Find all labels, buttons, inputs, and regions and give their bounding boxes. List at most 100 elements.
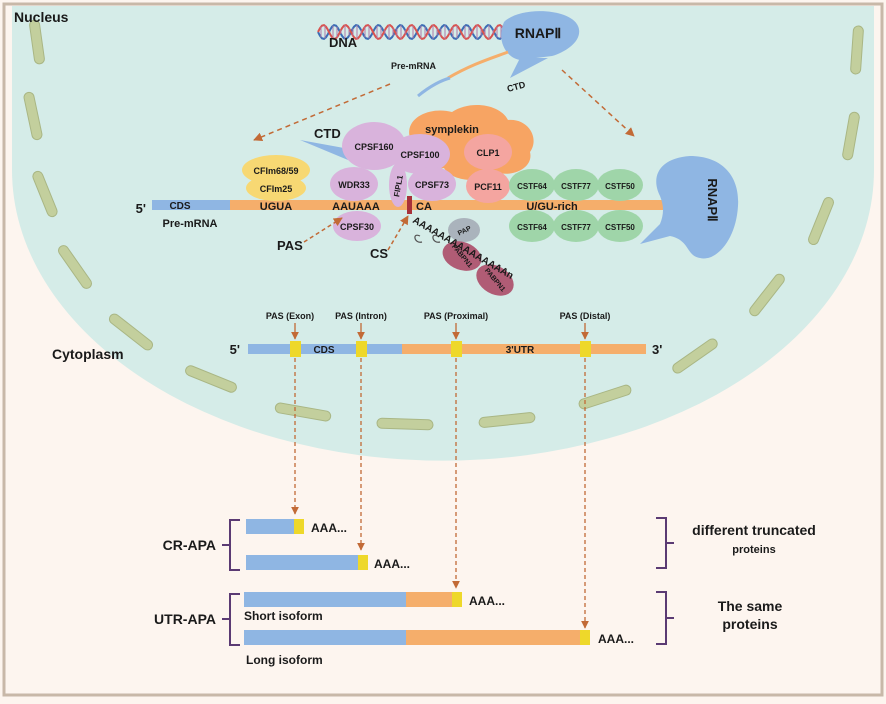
cstf64-bottom-label: CSTF64 [517,223,547,232]
mrna-utr-label: 3'UTR [506,345,535,356]
cstf50-bottom-label: CSTF50 [605,223,635,232]
same-proteins-line2: proteins [722,616,777,632]
cpsf73 [408,167,456,201]
released-rna-loops [414,234,441,243]
cfim25-label: CFIm25 [260,184,293,194]
pabpn1-lower [476,264,514,296]
cstf50-top [597,169,643,201]
clp1-label: CLP1 [476,148,499,158]
aauaaa-label: AAUAAA [332,201,380,213]
pas-label-proximal: PAS (Proximal) [424,311,488,321]
nascent-rna-orange [447,50,509,80]
cstf77-bottom-label: CSTF77 [561,223,591,232]
pas-label-intron: PAS (Intron) [335,311,387,321]
cpsf160 [342,122,406,170]
dna-helix [317,24,513,40]
pre-mrna-cds [152,200,230,210]
pas-box-intron [356,341,367,357]
mrna-cds-label: CDS [313,345,334,356]
nuclear-envelope [23,19,864,431]
tail-cr-intron: AAA... [374,557,410,571]
pas-pointer-label: PAS [277,238,303,253]
wdr33-label: WDR33 [338,180,370,190]
pas-box-proximal [451,341,462,357]
ctd-wedge [300,140,348,160]
nucleus-label: Nucleus [14,9,69,25]
cpsf160-label: CPSF160 [354,142,393,152]
cfim25 [246,175,306,201]
tail-cr-exon: AAA... [311,521,347,535]
cstf64-top [509,169,555,201]
cr-apa-label: CR-APA [163,537,216,553]
cstf50-bottom [597,210,643,242]
dna-label: DNA [329,35,358,50]
ugua-label: UGUA [260,201,292,213]
tail-long: AAA... [598,632,634,646]
fip1l1-label: FIPL1 [392,174,405,198]
cpsf30 [333,211,381,241]
rnap-top-ctd [510,58,548,78]
pcf11 [466,169,510,203]
pre-mrna-top-label: Pre-mRNA [391,61,437,71]
pas-label-distal: PAS (Distal) [560,311,611,321]
rnap-top-label: RNAPⅡ [515,25,562,41]
pabpn1-upper [442,241,482,271]
mrna-five-prime: 5' [230,342,240,357]
tail-short: AAA... [469,594,505,608]
cpsf30-label: CPSF30 [340,222,374,232]
mrna-utr [402,344,646,354]
wdr33 [330,167,378,201]
ctd-top-label: CTD [506,79,527,94]
short-isoform-label: Short isoform [244,609,323,623]
cstf77-bottom [553,210,599,242]
pcf11-label: PCF11 [474,182,502,192]
arrow-to-complex-left [253,83,391,142]
ca-label: CA [416,201,432,213]
rnap-right [640,156,739,259]
cstf77-top [553,169,599,201]
pas-box-exon [290,341,301,357]
cytoplasm-label: Cytoplasm [52,346,124,362]
pre-mrna-utr [230,200,664,210]
arrow-to-complex-right [561,69,635,137]
clp1 [464,134,512,170]
mrna-cds [248,344,402,354]
cfim68-label: CFIm68/59 [253,166,298,176]
same-proteins-line1: The same [718,598,783,614]
cstf50-top-label: CSTF50 [605,182,635,191]
cpsf73-label: CPSF73 [415,180,449,190]
pap [448,218,480,242]
pre-mrna-five-prime: 5' [136,201,146,216]
nascent-rna-blue [417,76,451,98]
nucleus [12,6,874,461]
pas-pointer-arrow [303,217,343,243]
isoform-long [244,630,590,645]
isoform-short [244,592,462,607]
cstf77-top-label: CSTF77 [561,182,591,191]
diff-truncated-line2: proteins [732,544,775,556]
fip1l1 [389,163,407,207]
pas-label-exon: PAS (Exon) [266,311,314,321]
complex-ctd-label: CTD [314,126,341,141]
pre-mrna-cds-label: CDS [169,201,190,212]
cpsf100 [390,134,450,174]
utr-apa-label: UTR-APA [154,611,216,627]
symplekin-label: symplekin [425,124,479,136]
rnap-top [501,11,580,61]
cpsf100-label: CPSF100 [400,150,439,160]
cstf64-bottom [509,210,555,242]
cleavage-mark [407,196,412,214]
u-gu-rich-label: U/GU-rich [526,201,578,213]
pre-mrna-label: Pre-mRNA [162,218,217,230]
cstf64-top-label: CSTF64 [517,182,547,191]
pas-box-distal [580,341,591,357]
long-isoform-label: Long isoform [246,653,323,667]
rnap-right-label: RNAPⅡ [705,178,720,221]
diff-truncated-line1: different truncated [692,522,816,538]
isoform-cr-exon [246,519,304,534]
mrna-three-prime: 3' [652,342,662,357]
cs-pointer-label: CS [370,246,388,261]
